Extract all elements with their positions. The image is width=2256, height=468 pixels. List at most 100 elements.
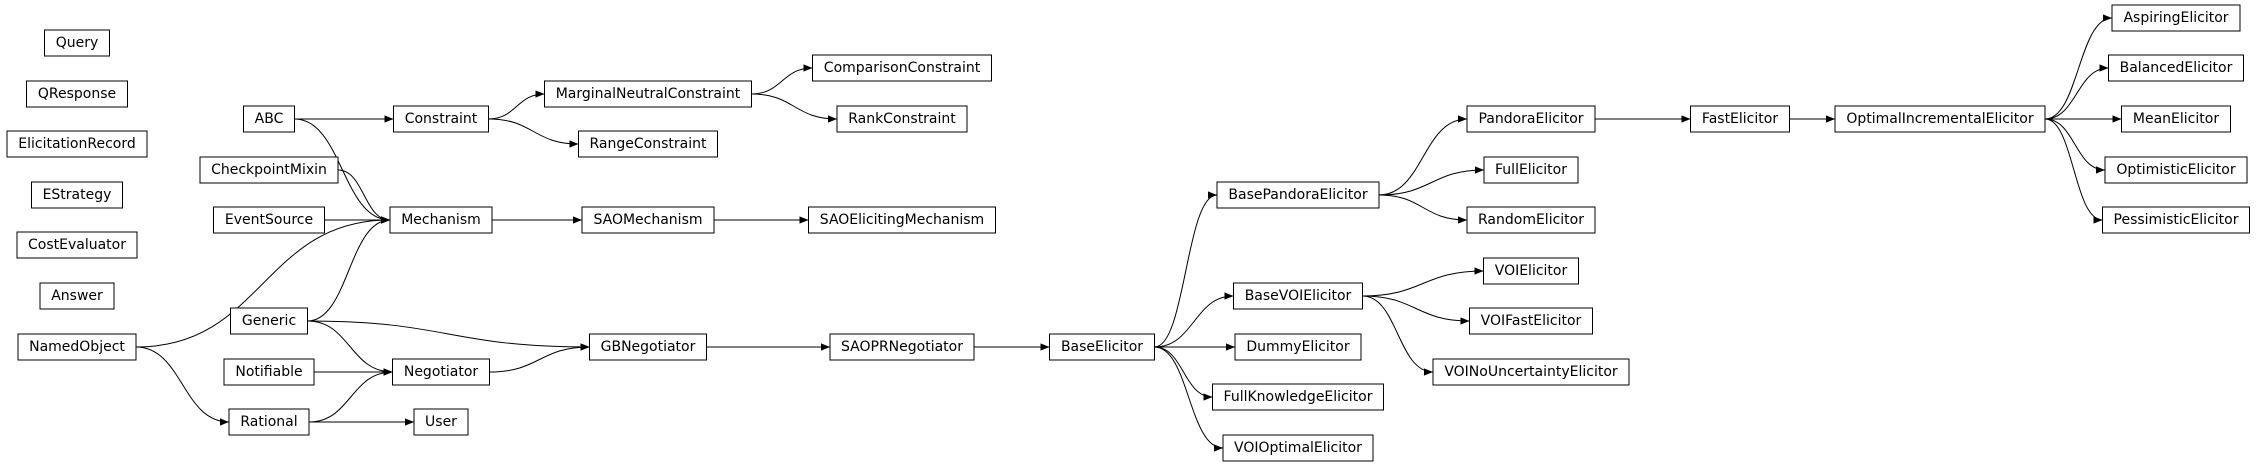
edge-NamedObject-to-Rational	[135, 346, 230, 426]
node-label: FullKnowledgeElicitor	[1224, 389, 1373, 405]
class-node-pandora-elicitor: PandoraElicitor	[1466, 105, 1596, 133]
node-box	[812, 54, 992, 82]
node-label: ABC	[255, 111, 284, 127]
edge-OptimalIncrementalElicitor-to-OptimisticElicitor	[2044, 118, 2106, 174]
node-label: FastElicitor	[1702, 111, 1778, 127]
node-label: VOIFastElicitor	[1481, 313, 1582, 329]
class-node-checkpoint-mixin: CheckpointMixin	[199, 156, 339, 184]
class-node-voino-uncertainty-elicitor: VOINoUncertaintyElicitor	[1432, 358, 1630, 386]
node-label: Query	[56, 35, 99, 51]
node-label: PessimisticElicitor	[2114, 212, 2239, 228]
edge-BaseElicitor-to-VOIOptimalElicitor	[1154, 346, 1224, 452]
node-label: OptimisticElicitor	[2116, 162, 2235, 178]
class-node-base-pandora-elicitor: BasePandoraElicitor	[1216, 181, 1380, 209]
class-node-optimistic-elicitor: OptimisticElicitor	[2104, 156, 2248, 184]
node-box	[1483, 156, 1579, 184]
class-node-rank-constraint: RankConstraint	[836, 105, 968, 133]
edge-BaseElicitor-to-FullKnowledgeElicitor	[1154, 346, 1213, 401]
node-box	[39, 282, 115, 310]
class-node-random-elicitor: RandomElicitor	[1466, 206, 1596, 234]
node-box	[6, 130, 148, 158]
node-box	[2108, 54, 2244, 82]
node-box	[1466, 206, 1596, 234]
node-label: BalancedElicitor	[2120, 60, 2233, 76]
node-label: AspiringElicitor	[2123, 10, 2228, 26]
node-box	[829, 333, 975, 361]
class-node-rational: Rational	[228, 408, 310, 436]
class-node-dummy-elicitor: DummyElicitor	[1234, 333, 1362, 361]
edge-Generic-to-Mechanism	[307, 216, 391, 322]
class-node-named-object: NamedObject	[17, 333, 137, 361]
node-label: OptimalIncrementalElicitor	[1846, 111, 2034, 127]
node-box	[836, 105, 968, 133]
class-node-mean-elicitor: MeanElicitor	[2121, 105, 2231, 133]
node-box	[393, 105, 489, 133]
node-layer: QueryQResponseElicitationRecordEStrategy…	[6, 4, 2250, 462]
edge-MarginalNeutralConstraint-to-ComparisonConstraint	[751, 64, 813, 95]
class-node-user: User	[413, 408, 469, 436]
class-node-voioptimal-elicitor: VOIOptimalElicitor	[1222, 434, 1374, 462]
node-label: Constraint	[405, 111, 478, 127]
node-label: SAOMechanism	[593, 212, 702, 228]
node-label: VOIOptimalElicitor	[1234, 440, 1362, 456]
node-box	[1432, 358, 1630, 386]
node-box	[1216, 181, 1380, 209]
edge-OptimalIncrementalElicitor-to-BalancedElicitor	[2044, 64, 2109, 120]
node-box	[1049, 333, 1155, 361]
node-box	[1233, 282, 1363, 310]
class-node-saoeliciting-mechanism: SAOElicitingMechanism	[808, 206, 996, 234]
node-label: MarginalNeutralConstraint	[556, 86, 741, 102]
node-box	[389, 206, 493, 234]
class-node-abc: ABC	[243, 105, 295, 133]
node-label: EStrategy	[43, 187, 112, 203]
node-label: Notifiable	[235, 364, 302, 380]
node-box	[1483, 257, 1579, 285]
node-box	[17, 333, 137, 361]
node-label: GBNegotiator	[601, 339, 696, 355]
node-label: SAOPRNegotiator	[841, 339, 963, 355]
class-node-qresponse: QResponse	[26, 80, 128, 108]
class-node-generic: Generic	[230, 307, 308, 335]
node-box	[1234, 333, 1362, 361]
node-box	[581, 206, 715, 234]
edge-BaseElicitor-to-BaseVOIElicitor	[1154, 292, 1234, 348]
class-node-mechanism: Mechanism	[389, 206, 493, 234]
edge-Constraint-to-MarginalNeutralConstraint	[488, 90, 545, 120]
class-node-estrategy: EStrategy	[31, 181, 123, 209]
edge-Rational-to-Negotiator	[308, 368, 393, 423]
node-box	[1212, 383, 1384, 411]
edge-BaseVOIElicitor-to-VOINoUncertaintyElicitor	[1362, 295, 1434, 376]
node-box	[2102, 206, 2250, 234]
node-box	[1469, 307, 1593, 335]
class-node-pessimistic-elicitor: PessimisticElicitor	[2102, 206, 2250, 234]
node-box	[44, 29, 110, 57]
node-label: User	[425, 414, 457, 430]
node-label: CheckpointMixin	[211, 162, 327, 178]
node-box	[808, 206, 996, 234]
class-node-range-constraint: RangeConstraint	[578, 130, 718, 158]
node-box	[1466, 105, 1596, 133]
node-box	[392, 358, 490, 386]
class-node-gbnegotiator: GBNegotiator	[589, 333, 707, 361]
edge-Constraint-to-RangeConstraint	[488, 118, 579, 148]
edge-BasePandoraElicitor-to-PandoraElicitor	[1378, 115, 1468, 196]
node-label: ElicitationRecord	[18, 136, 135, 152]
class-node-optimal-incremental-elicitor: OptimalIncrementalElicitor	[1834, 105, 2046, 133]
class-node-answer: Answer	[39, 282, 115, 310]
class-node-event-source: EventSource	[213, 206, 325, 234]
class-node-notifiable: Notifiable	[223, 358, 315, 386]
node-box	[1222, 434, 1374, 462]
node-label: RankConstraint	[848, 111, 956, 127]
node-box	[213, 206, 325, 234]
edge-MarginalNeutralConstraint-to-RankConstraint	[751, 93, 838, 123]
node-box	[223, 358, 315, 386]
node-label: SAOElicitingMechanism	[820, 212, 984, 228]
node-box	[578, 130, 718, 158]
node-box	[413, 408, 469, 436]
node-label: BasePandoraElicitor	[1228, 187, 1367, 203]
edge-layer	[135, 14, 2122, 452]
node-box	[26, 80, 128, 108]
class-node-saoprnegotiator: SAOPRNegotiator	[829, 333, 975, 361]
class-node-query: Query	[44, 29, 110, 57]
node-box	[589, 333, 707, 361]
